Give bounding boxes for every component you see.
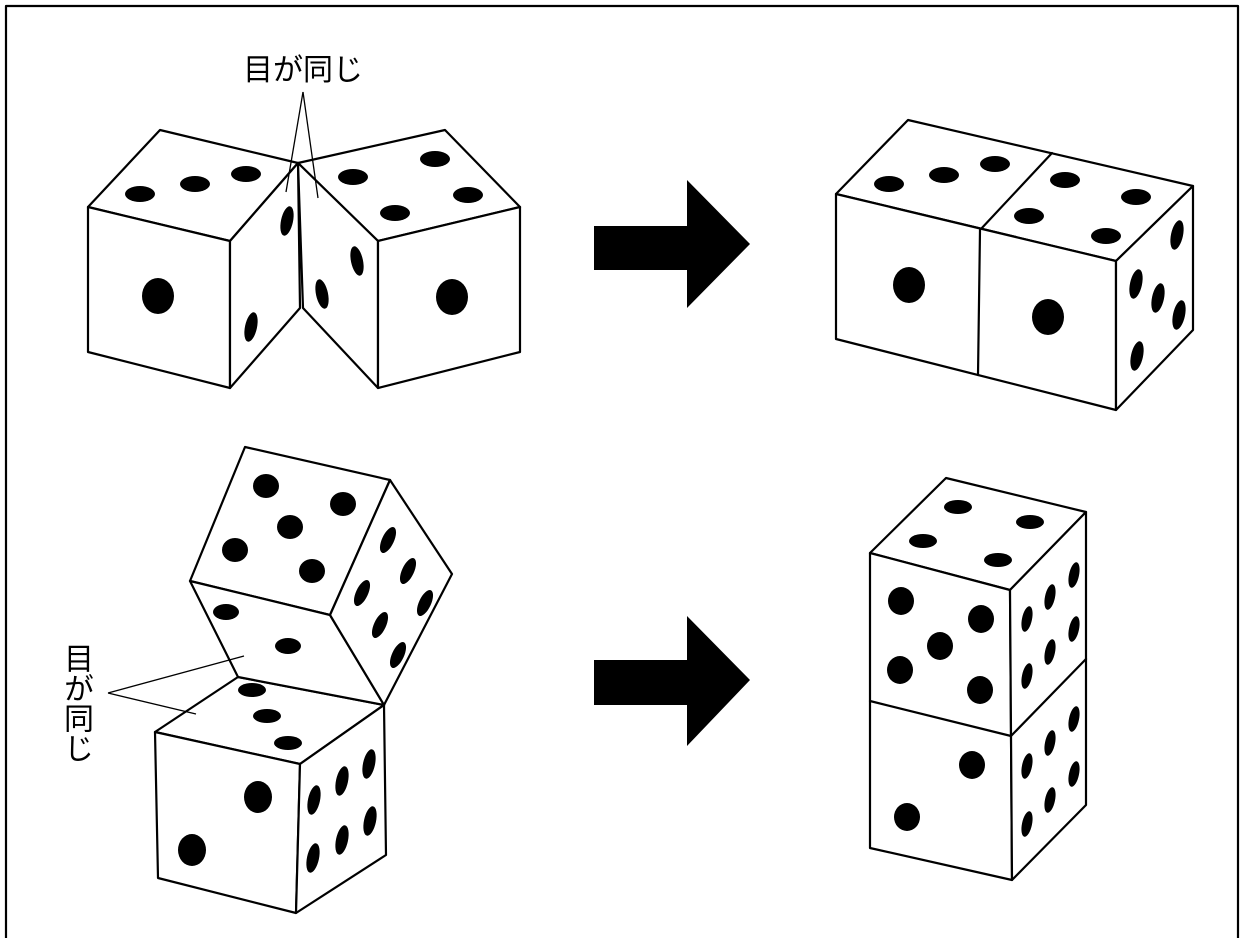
- pip: [380, 205, 410, 221]
- top-left-die-b: [298, 130, 520, 388]
- pip: [244, 781, 272, 813]
- pip: [894, 803, 920, 831]
- pip: [253, 474, 279, 498]
- pip: [909, 534, 937, 548]
- pip: [231, 166, 261, 182]
- pip: [299, 559, 325, 583]
- pip: [453, 187, 483, 203]
- pip: [436, 279, 468, 315]
- die-front-face: [155, 732, 300, 913]
- bottom-left-dice-pair: [108, 447, 452, 913]
- bottom-left-die-upper: [190, 447, 452, 705]
- pip: [887, 656, 913, 684]
- same-face-label-top: 目が同じ: [243, 56, 363, 86]
- top-right-joined-dice: [836, 120, 1193, 410]
- pip: [178, 834, 206, 866]
- arrow-right-icon: [594, 616, 750, 746]
- top-left-die-a: [88, 130, 300, 388]
- pip: [968, 605, 994, 633]
- pip: [222, 538, 248, 562]
- pip: [275, 638, 301, 654]
- pip: [238, 683, 266, 697]
- callout-line: [108, 693, 196, 714]
- pip: [893, 267, 925, 303]
- pip: [1016, 515, 1044, 529]
- pip: [984, 553, 1012, 567]
- pip: [959, 751, 985, 779]
- arrow-right-icon: [594, 180, 750, 308]
- pip: [967, 676, 993, 704]
- pip: [980, 156, 1010, 172]
- pip: [929, 167, 959, 183]
- pip: [213, 604, 239, 620]
- pip: [253, 709, 281, 723]
- pip: [274, 736, 302, 750]
- pip: [888, 587, 914, 615]
- pip: [1121, 189, 1151, 205]
- pip: [180, 176, 210, 192]
- pip: [277, 515, 303, 539]
- pip: [142, 278, 174, 314]
- pip: [927, 632, 953, 660]
- pip: [1050, 172, 1080, 188]
- same-face-label-bottom: 目が同じ: [60, 643, 90, 763]
- pip: [874, 176, 904, 192]
- pip: [944, 500, 972, 514]
- top-left-dice-pair: [88, 92, 520, 388]
- pip: [1014, 208, 1044, 224]
- pip: [1032, 299, 1064, 335]
- pip: [1091, 228, 1121, 244]
- pip: [330, 492, 356, 516]
- pip: [420, 151, 450, 167]
- bottom-right-stacked-dice: [870, 478, 1086, 880]
- pip: [338, 169, 368, 185]
- pip: [125, 186, 155, 202]
